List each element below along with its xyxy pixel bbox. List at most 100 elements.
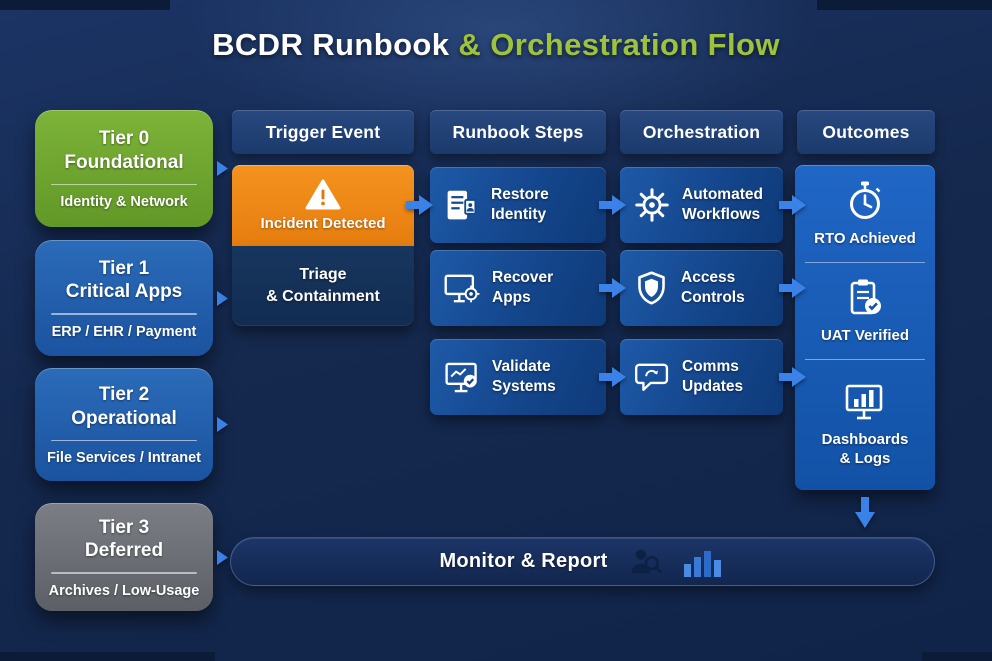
tier-0-detail: Identity & Network — [60, 194, 188, 210]
tier-1-divider — [51, 313, 197, 315]
tier-0-label: Tier 0 — [98, 128, 150, 149]
triage-line1: Triage — [299, 265, 347, 283]
header-runbook-steps: Runbook Steps — [430, 110, 606, 154]
runbook-step-restore-identity: Restore Identity — [430, 167, 606, 243]
header-outcomes: Outcomes — [797, 110, 935, 154]
arrow-runbook-to-orchestration-row1 — [599, 195, 626, 215]
outcome-rto-achieved: RTO Achieved — [795, 165, 935, 262]
tier-2-detail: File Services / Intranet — [47, 450, 201, 466]
incident-detected-label: Incident Detected — [260, 215, 386, 232]
outcomes-divider-1 — [805, 261, 925, 263]
decor-strip-bottom-right — [922, 652, 992, 661]
tier-3-detail: Archives / Low-Usage — [48, 582, 200, 599]
stopwatch-icon — [843, 179, 887, 223]
arrow-orchestration-to-outcomes-row1 — [779, 195, 806, 215]
tier-3-label: Tier 3 — [98, 516, 150, 538]
incident-detected-box: Incident Detected — [232, 165, 414, 246]
gear-icon — [633, 186, 671, 224]
validate-line1: Validate — [492, 358, 551, 376]
orchestration-access-controls: Access Controls — [620, 250, 783, 326]
tier-3-role: Deferred — [84, 540, 164, 562]
tier-0-role: Foundational — [64, 151, 184, 173]
tier-2-divider — [51, 439, 197, 441]
tier-2-name: Tier 2 Operational — [35, 383, 213, 431]
uat-verified-label: UAT Verified — [820, 327, 910, 345]
arrow-runbook-to-orchestration-row2 — [599, 278, 626, 298]
decor-strip-top-left — [0, 0, 170, 10]
tier-1-role: Critical Apps — [65, 281, 183, 303]
recover-line1: Recover — [492, 269, 554, 287]
automated-workflows-label: Automated Workflows — [682, 185, 763, 225]
outcome-dashboards-logs: Dashboards & Logs — [795, 360, 935, 490]
tier-2-chevron-icon — [217, 417, 228, 432]
orchestration-comms-updates: Comms Updates — [620, 339, 783, 415]
tier-0-divider — [51, 183, 197, 185]
tier-1-label: Tier 1 — [98, 257, 150, 279]
outcomes-divider-2 — [805, 359, 925, 361]
dashboards-logs-label: Dashboards & Logs — [822, 430, 909, 469]
warning-icon — [305, 179, 341, 210]
screen-check-icon — [443, 359, 481, 396]
shield-icon — [633, 269, 670, 307]
recover-apps-label: Recover Apps — [492, 268, 553, 308]
validate-line2: Systems — [492, 378, 556, 395]
tier-3-chevron-icon — [217, 550, 228, 565]
dashboards-line2: & Logs — [839, 450, 891, 468]
triage-containment-box: Triage & Containment — [232, 246, 414, 326]
tier-3-card: Tier 3 Deferred Archives / Low-Usage — [35, 503, 213, 611]
tier-3-divider — [51, 572, 197, 574]
decor-strip-bottom-left — [0, 652, 215, 661]
tier-1-name: Tier 1 Critical Apps — [35, 257, 213, 305]
outcome-uat-verified: UAT Verified — [795, 263, 935, 360]
tier-1-chevron-icon — [217, 291, 228, 306]
identity-document-icon — [443, 187, 480, 224]
access-line1: Access — [681, 269, 736, 287]
header-orchestration: Orchestration — [620, 110, 783, 154]
access-controls-label: Access Controls — [681, 268, 745, 308]
runbook-step-recover-apps: Recover Apps — [430, 250, 606, 326]
access-line2: Controls — [681, 289, 745, 306]
workflows-line2: Workflows — [682, 206, 761, 223]
screen-gear-icon — [443, 270, 481, 307]
tier-1-card: Tier 1 Critical Apps ERP / EHR / Payment — [35, 240, 213, 356]
restore-line2: Identity — [491, 206, 547, 223]
tier-0-name: Tier 0 Foundational — [35, 127, 213, 175]
arrow-runbook-to-orchestration-row3 — [599, 367, 626, 387]
arrow-orchestration-to-outcomes-row3 — [779, 367, 806, 387]
header-trigger-event: Trigger Event — [232, 110, 414, 154]
validate-systems-label: Validate Systems — [492, 357, 556, 397]
monitor-report-label: Monitor & Report — [439, 550, 608, 572]
orchestration-automated-workflows: Automated Workflows — [620, 167, 783, 243]
title-part-green: & Orchestration Flow — [458, 27, 780, 62]
dashboards-line1: Dashboards — [821, 430, 909, 448]
recover-line2: Apps — [492, 289, 531, 306]
comms-updates-label: Comms Updates — [682, 357, 743, 397]
tier-2-role: Operational — [71, 407, 177, 429]
workflows-line1: Automated — [682, 186, 763, 204]
arrow-trigger-to-runbook — [406, 195, 433, 215]
title-part-white: BCDR Runbook — [212, 27, 450, 62]
comms-line1: Comms — [682, 358, 739, 376]
dashboard-monitor-icon — [842, 382, 888, 424]
decor-strip-top-right — [817, 0, 992, 10]
runbook-step-validate-systems: Validate Systems — [430, 339, 606, 415]
arrow-outcomes-to-monitor — [855, 497, 875, 528]
tier-2-card: Tier 2 Operational File Services / Intra… — [35, 368, 213, 481]
tier-3-name: Tier 3 Deferred — [35, 516, 213, 564]
tier-1-detail: ERP / EHR / Payment — [51, 323, 197, 340]
tier-2-label: Tier 2 — [98, 384, 150, 405]
arrow-orchestration-to-outcomes-row2 — [779, 278, 806, 298]
tier-0-chevron-icon — [217, 161, 228, 176]
restore-line1: Restore — [491, 186, 549, 204]
person-search-icon — [628, 546, 662, 577]
tier-0-card: Tier 0 Foundational Identity & Network — [35, 110, 213, 227]
bar-chart-icon — [682, 547, 726, 577]
comms-line2: Updates — [682, 378, 744, 395]
monitor-report-bar: Monitor & Report — [230, 537, 935, 586]
clipboard-check-icon — [843, 276, 887, 320]
restore-identity-label: Restore Identity — [491, 185, 549, 225]
page-title: BCDR Runbook& Orchestration Flow — [0, 27, 992, 63]
speech-bubble-icon — [633, 359, 671, 396]
triage-line2: & Containment — [266, 288, 380, 305]
